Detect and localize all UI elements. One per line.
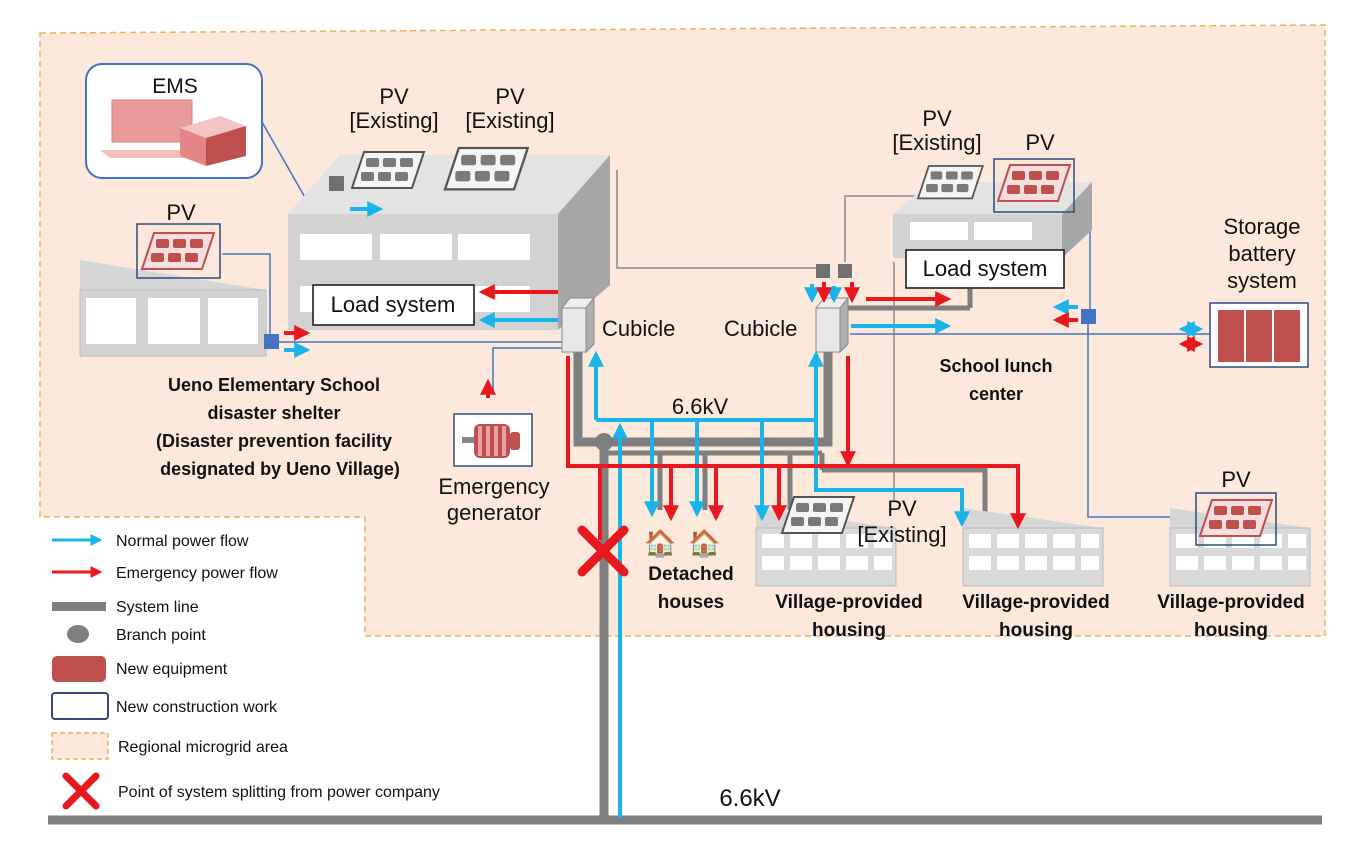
generator-label-2: generator xyxy=(447,500,541,525)
pv-existing-label-1b: [Existing] xyxy=(349,108,438,133)
pv-new-frame-housing xyxy=(1195,492,1277,546)
pv-new-panel-left xyxy=(141,232,215,270)
legend-system-line-swatch xyxy=(52,602,106,611)
school-name-line-2: disaster shelter xyxy=(207,403,340,423)
storage-label-3: system xyxy=(1227,268,1297,293)
legend-microgrid-swatch xyxy=(51,732,109,760)
legend-branch-point-label: Branch point xyxy=(116,627,206,644)
village-housing-label-1b: housing xyxy=(812,620,886,641)
pv-label-center: PV xyxy=(1025,130,1055,155)
lunch-center-label-1: School lunch xyxy=(939,356,1052,376)
legend-new-construction-label: New construction work xyxy=(116,699,278,716)
cubicle-school xyxy=(560,296,596,354)
generator-label-1: Emergency xyxy=(438,474,549,499)
generator-icon xyxy=(462,424,520,458)
village-housing-label-3b: housing xyxy=(1194,620,1268,641)
village-housing-label-3a: Village-provided xyxy=(1157,592,1304,613)
pv-existing-label-3a: PV xyxy=(922,106,952,131)
village-housing-label-1a: Village-provided xyxy=(775,592,922,613)
legend-normal-label: Normal power flow xyxy=(116,533,249,550)
legend-new-equipment-swatch xyxy=(52,656,106,682)
pv-existing-panel-1 xyxy=(351,151,425,189)
load-system-label-school: Load system xyxy=(331,292,456,317)
load-system-box-school xyxy=(312,284,475,326)
pv-label-housing: PV xyxy=(1221,467,1251,492)
legend-red-x-icon xyxy=(62,772,100,810)
pv-existing-label-3b: [Existing] xyxy=(892,130,981,155)
village-housing-label-2a: Village-provided xyxy=(962,592,1109,613)
ems-label: EMS xyxy=(152,75,198,98)
house-icon: 🏠 xyxy=(644,528,676,558)
detached-houses-label-1: Detached xyxy=(648,564,734,585)
legend-emergency-label: Emergency power flow xyxy=(116,565,278,582)
storage-label-2: battery xyxy=(1228,241,1295,266)
emergency-flows xyxy=(284,282,1204,540)
house-icon: 🏠 xyxy=(688,528,720,558)
legend-system-line-label: System line xyxy=(116,599,199,616)
load-system-box-lunch xyxy=(905,249,1065,289)
pv-existing-panel-housing xyxy=(781,496,855,534)
voltage-label-internal: 6.6kV xyxy=(672,394,729,419)
detached-houses-label-2: houses xyxy=(658,592,725,613)
split-point-icon xyxy=(577,525,629,577)
pcs-left xyxy=(264,334,279,349)
pv-new-panel-center xyxy=(997,164,1071,202)
school-name-line-1: Ueno Elementary School xyxy=(168,375,380,395)
pv-junction-box xyxy=(329,176,344,191)
breaker-2 xyxy=(838,264,852,278)
legend: Normal power flow Emergency power flow S… xyxy=(51,533,440,810)
pv-existing-label-1a: PV xyxy=(379,84,409,109)
branch-point xyxy=(595,433,613,451)
legend-microgrid-label: Regional microgrid area xyxy=(118,739,288,756)
cubicle-label-lunch: Cubicle xyxy=(724,316,797,341)
legend-split-point-label: Point of system splitting from power com… xyxy=(118,784,440,801)
pv-new-frame-center xyxy=(993,158,1075,213)
village-housing-label-2b: housing xyxy=(999,620,1073,641)
pv-new-frame-left xyxy=(136,223,221,279)
school-name-line-3: (Disaster prevention facility xyxy=(156,431,392,451)
left-building xyxy=(79,260,267,357)
lunch-center-label-2: center xyxy=(969,384,1023,404)
pv-new-panel-housing xyxy=(1199,499,1273,537)
pcs-battery xyxy=(1081,309,1096,324)
voltage-label-grid: 6.6kV xyxy=(719,785,780,812)
pv-existing-panel-3 xyxy=(917,165,984,200)
legend-new-equipment-label: New equipment xyxy=(116,661,228,678)
pv-existing-panel-2 xyxy=(443,146,529,191)
storage-battery xyxy=(1218,310,1300,362)
legend-new-construction-swatch xyxy=(51,692,109,720)
load-system-label-lunch: Load system xyxy=(923,256,1048,281)
pv-existing-label-4a: PV xyxy=(887,496,917,521)
legend-branch-point-swatch xyxy=(67,625,89,643)
pv-label-left: PV xyxy=(166,200,196,225)
normal-flows xyxy=(284,201,1204,818)
ems-computer-icon xyxy=(100,99,246,166)
cubicle-label-school: Cubicle xyxy=(602,316,675,341)
cubicle-lunch xyxy=(814,296,850,354)
pv-existing-label-2a: PV xyxy=(495,84,525,109)
storage-label-1: Storage xyxy=(1223,214,1300,239)
school-name-line-4: designated by Ueno Village) xyxy=(160,459,400,479)
pv-existing-label-4b: [Existing] xyxy=(857,522,946,547)
breaker-1 xyxy=(816,264,830,278)
pv-existing-label-2b: [Existing] xyxy=(465,108,554,133)
